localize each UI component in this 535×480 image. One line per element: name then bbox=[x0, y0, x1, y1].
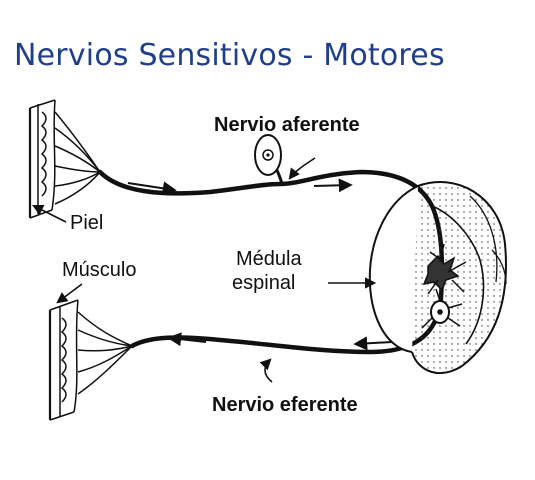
efferent-label-pointer bbox=[259, 358, 273, 383]
efferent-nerve-label: Nervio eferente bbox=[212, 394, 358, 416]
skin-label-pointer bbox=[31, 204, 67, 223]
muscle-label: Músculo bbox=[62, 259, 137, 281]
afferent-direction-arrow bbox=[313, 178, 353, 193]
spinal-cord-label-line2: espinal bbox=[232, 272, 296, 294]
muscle-label-pointer bbox=[56, 283, 83, 304]
page-title: Nervios Sensitivos - Motores bbox=[14, 38, 445, 73]
efferent-direction-arrow bbox=[167, 332, 207, 347]
afferent-nerve-label: Nervio aferente bbox=[214, 114, 360, 136]
spinal-neurons bbox=[421, 243, 467, 329]
spinal-cord-label-line1: Médula bbox=[236, 248, 302, 270]
muscle-tissue bbox=[48, 299, 133, 421]
efferent-direction-arrow bbox=[353, 336, 393, 351]
skin-label: Piel bbox=[70, 212, 104, 234]
afferent-ganglion bbox=[254, 134, 282, 176]
skin-tissue bbox=[28, 99, 101, 219]
afferent-direction-arrow bbox=[127, 181, 177, 196]
afferent-label-pointer bbox=[288, 157, 316, 180]
spinal-cord-section bbox=[368, 181, 507, 375]
